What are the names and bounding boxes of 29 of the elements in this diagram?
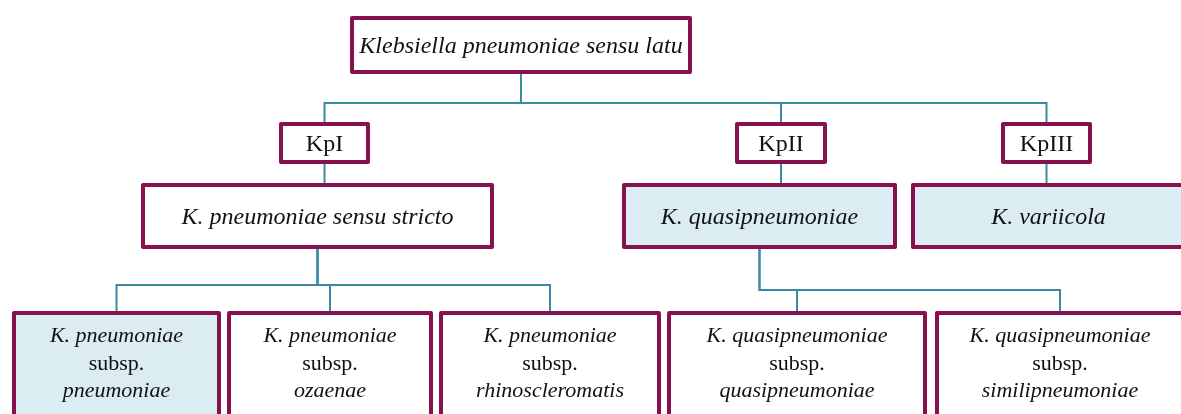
taxon-box: [1001, 122, 1092, 164]
taxon-box: [350, 16, 692, 74]
taxon-box: [667, 311, 927, 414]
taxon-name: K. quasipneumoniae subsp. quasipneumoniae: [706, 321, 888, 404]
taxon-box: [227, 311, 433, 414]
taxon-box: [141, 183, 494, 249]
taxon-box: [279, 122, 370, 164]
connector-line: [758, 248, 1061, 312]
taxon-box: [439, 311, 661, 414]
taxon-box: [911, 183, 1181, 249]
taxon-box: [935, 311, 1181, 414]
taxon-box: [12, 311, 221, 414]
taxon-name: K. pneumoniae subsp. pneumoniae: [49, 321, 184, 404]
taxon-name: K. quasipneumoniae subsp. similipneumoniae: [969, 321, 1151, 404]
taxon-name: K. pneumoniae sensu stricto: [181, 202, 454, 231]
taxon-name: KpIII: [1019, 129, 1074, 158]
taxon-name: K. pneumoniae subsp. rhinoscleromatis: [476, 321, 624, 404]
connector-line: [1045, 163, 1048, 184]
taxon-name: KpII: [758, 129, 804, 158]
taxon-name: K. quasipneumoniae: [660, 202, 859, 231]
taxon-name: K. pneumoniae subsp. ozaenae: [263, 321, 397, 404]
connector-line: [323, 163, 326, 184]
taxon-box: [622, 183, 897, 249]
taxon-box: [735, 122, 827, 164]
taxon-name: K. variicola: [991, 202, 1106, 231]
taxon-name: KpI: [305, 129, 344, 158]
connector-line: [316, 248, 551, 312]
taxon-name: Klebsiella pneumoniae sensu latu: [359, 31, 683, 60]
connector-line: [780, 163, 782, 184]
